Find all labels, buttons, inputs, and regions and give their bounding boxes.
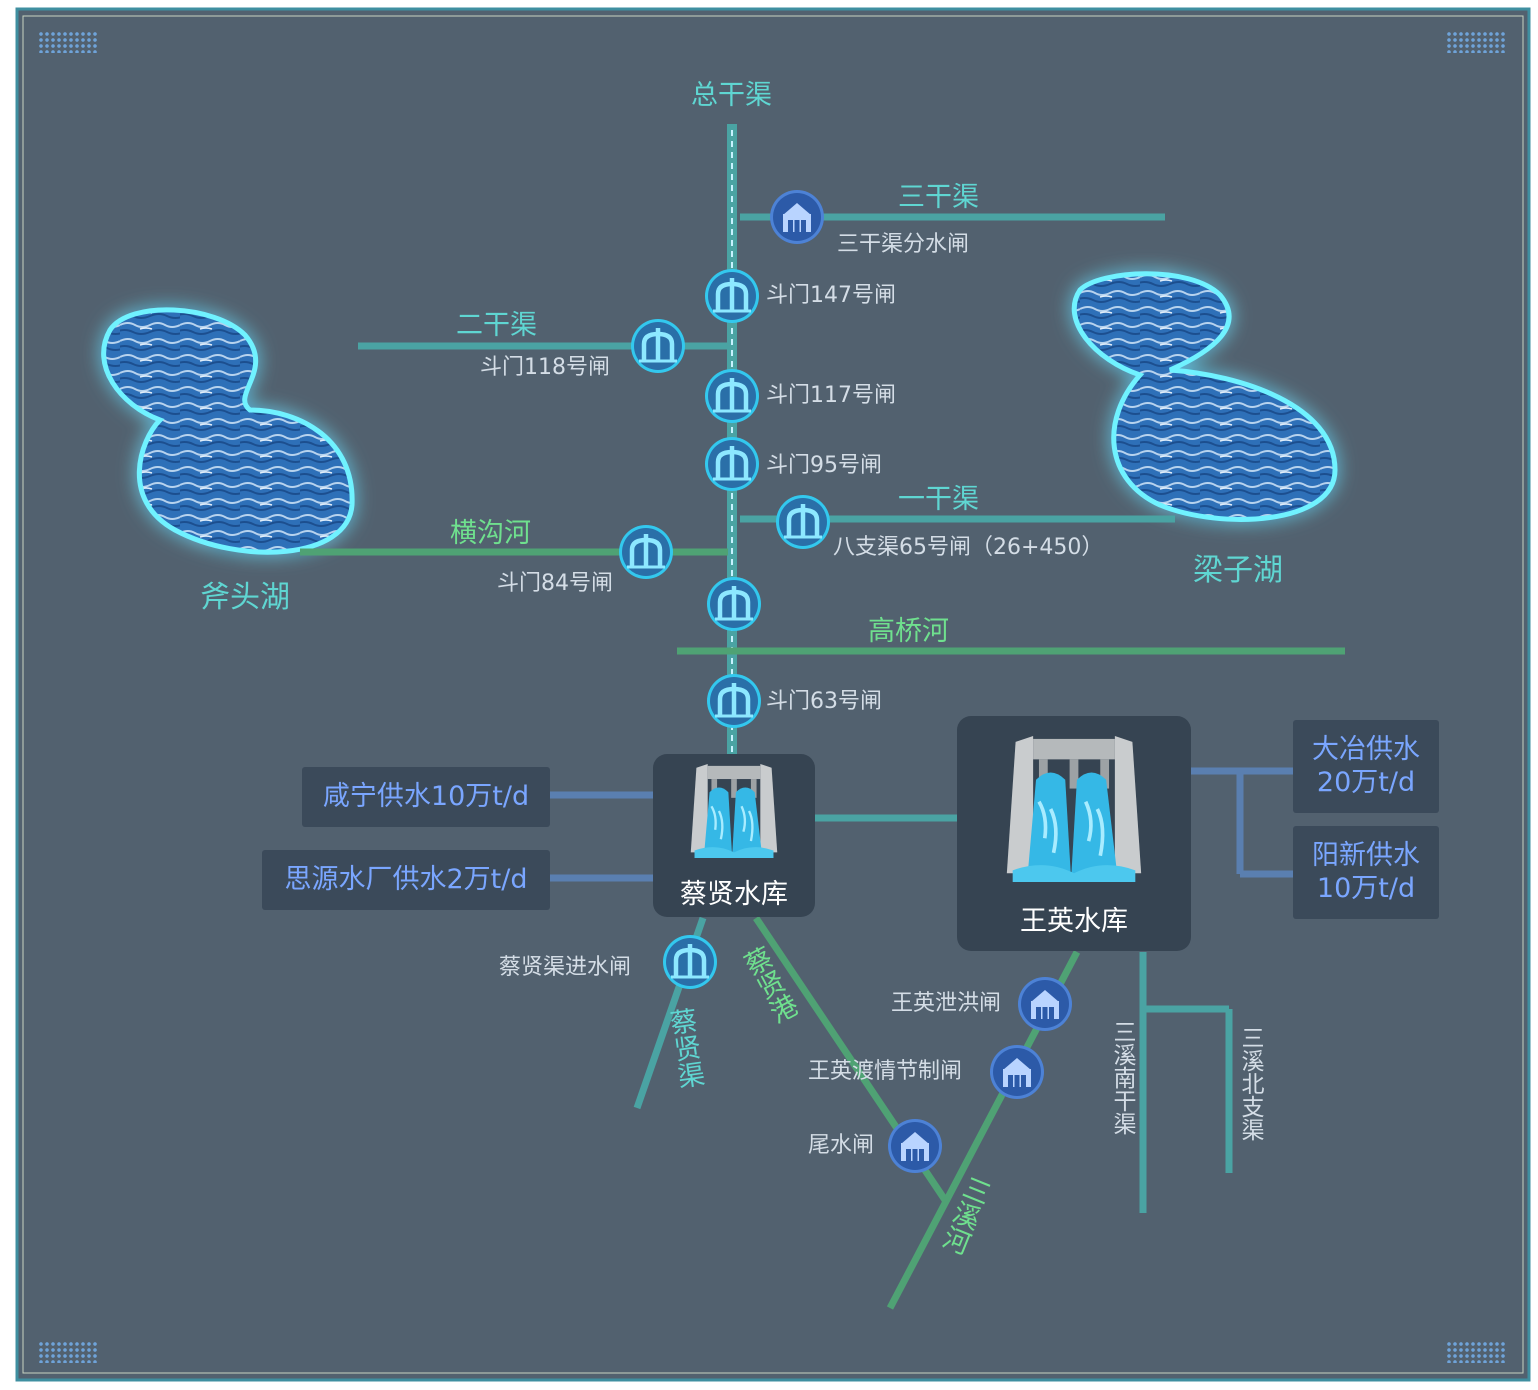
gate-third-div-label: 三干渠分水闸 [837,232,970,257]
gate-tail-label: 尾水闸 [808,1133,875,1158]
lake-liangzi-label: 梁子湖 [1193,553,1283,588]
gate-d117-label: 斗门117号闸 [766,383,896,408]
gate-caixian-inlet-label: 蔡贤渠进水闸 [499,955,632,980]
gate-unlabeled-icon [707,577,761,631]
gate-bazhi65-label: 八支渠65号闸（26+450） [833,535,1104,560]
supply-xianning[interactable]: 咸宁供水10万t/d [302,767,550,827]
first-canal-label: 一干渠 [898,484,979,515]
gate-wangying-flood-label: 王英泄洪闸 [891,991,1002,1016]
gate-d84-label: 斗门84号闸 [497,571,613,596]
reservoir-wangying[interactable]: 王英水库 [957,716,1191,951]
sanxi-south-canal-label: 三溪南干渠 [1109,1020,1135,1135]
gate-bazhi65-icon [776,495,830,549]
dam-icon [1005,736,1143,882]
reservoir-wangying-name: 王英水库 [1020,906,1128,937]
sluice-tail-icon [888,1119,942,1173]
lake-liangzi [1071,271,1338,522]
gate-d95-icon [705,437,759,491]
map-background [17,9,1529,1380]
corner-dots-br [1446,1341,1506,1363]
gate-wangying-ferry-label: 王英渡情节制闸 [808,1059,963,1084]
main-canal-label: 总干渠 [691,80,772,111]
reservoir-caixian[interactable]: 蔡贤水库 [653,754,815,917]
sluice-wangying-ferry-icon [990,1045,1044,1099]
reservoir-caixian-name: 蔡贤水库 [680,879,788,910]
supply-siyuan[interactable]: 思源水厂供水2万t/d [262,850,550,910]
corner-dots-bl [38,1341,98,1363]
third-canal-label: 三干渠 [898,182,979,213]
gate-d63-label: 斗门63号闸 [766,689,882,714]
sluice-third-div-icon [770,190,824,244]
second-canal-label: 二干渠 [456,310,537,341]
lake-futou [101,307,355,555]
gate-caixian-inlet-icon [663,935,717,989]
gate-d118-label: 斗门118号闸 [480,355,610,380]
henggou-river-label: 横沟河 [450,518,531,549]
corner-dots-tl [38,31,98,53]
corner-dots-tr [1446,31,1506,53]
gate-d95-label: 斗门95号闸 [766,453,882,478]
gate-d117-icon [705,369,759,423]
gate-d147-label: 斗门147号闸 [766,283,896,308]
sluice-wangying-flood-icon [1018,977,1072,1031]
sanxi-north-canal-label: 三溪北支渠 [1237,1026,1263,1141]
gate-d63-icon [707,674,761,728]
gate-d118-icon [631,319,685,373]
lake-futou-label: 斧头湖 [200,580,290,615]
dam-icon [689,764,779,858]
gate-d147-icon [705,269,759,323]
gaoqiao-river-label: 高桥河 [868,616,949,647]
gate-d84-icon [619,525,673,579]
